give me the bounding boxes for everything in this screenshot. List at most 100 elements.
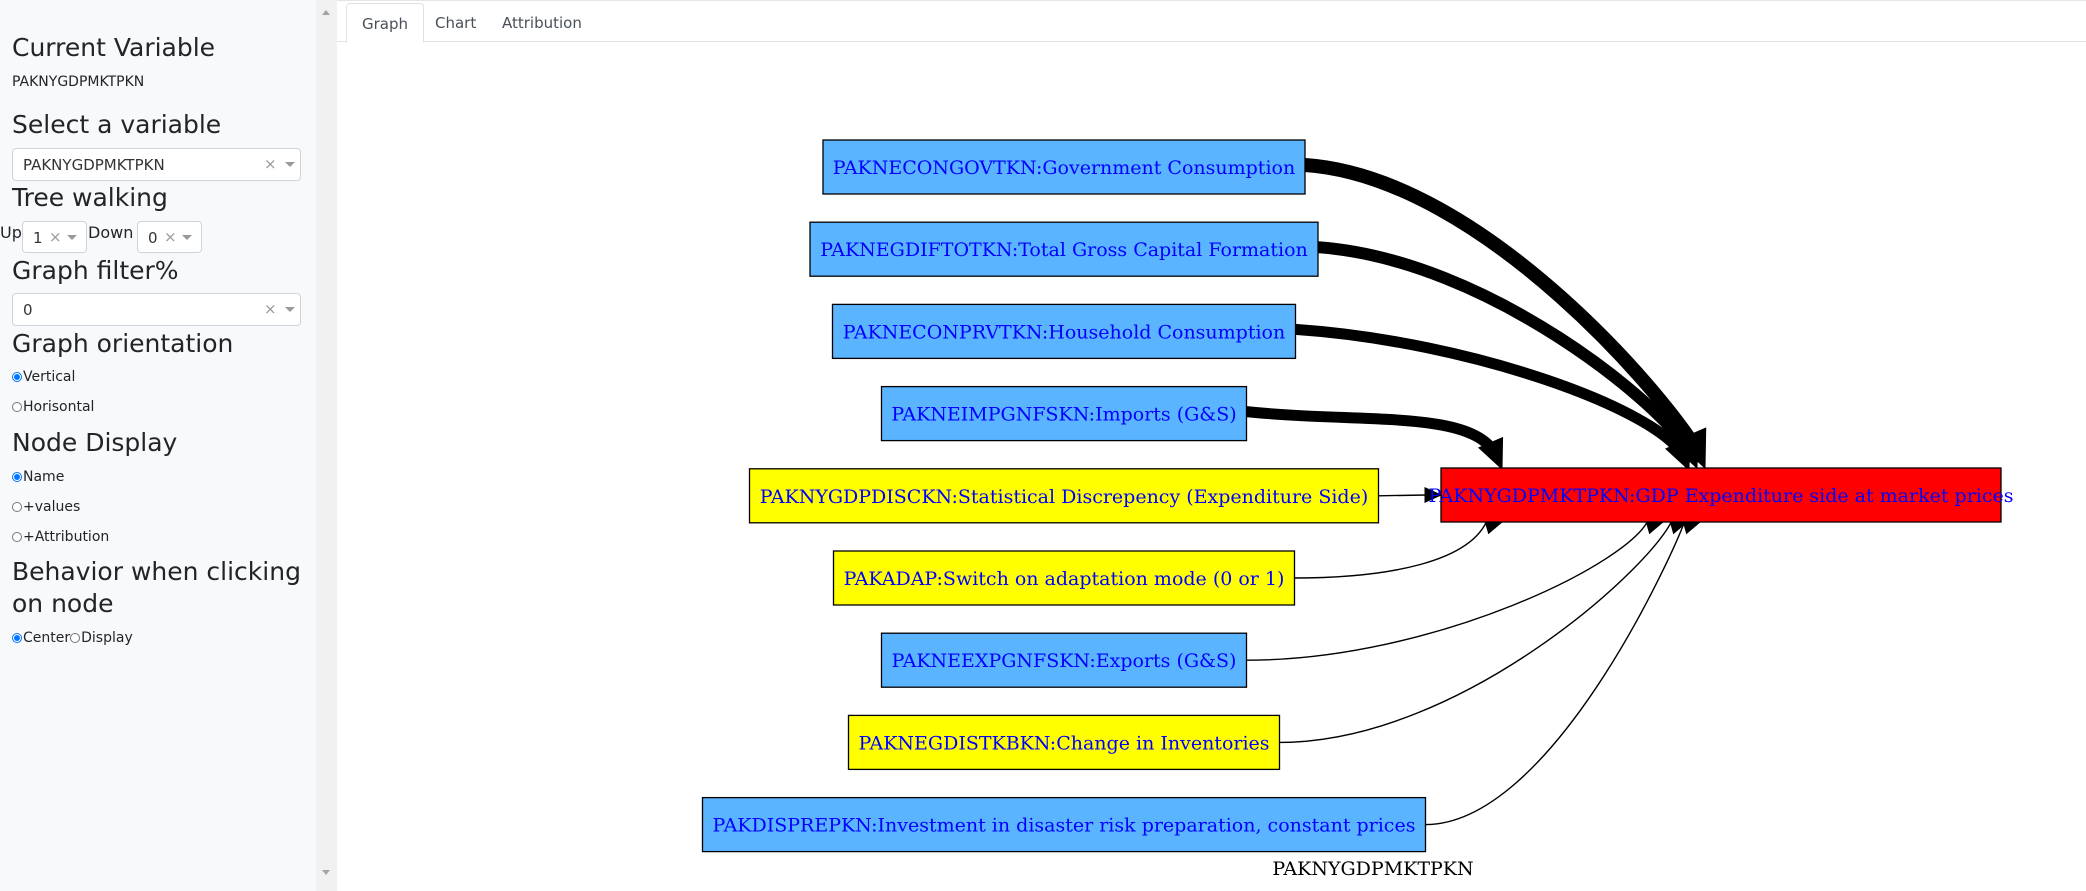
clear-icon[interactable]: × bbox=[49, 228, 62, 246]
graph-node-label: PAKDISPREPKN:Investment in disaster risk… bbox=[713, 815, 1416, 837]
orientation-horizontal-option[interactable]: Horisontal bbox=[12, 399, 94, 415]
node-display-name-option[interactable]: Name bbox=[12, 469, 64, 485]
graph-edge bbox=[1295, 323, 1688, 459]
up-select-value: 1 bbox=[33, 229, 43, 247]
down-select-value: 0 bbox=[148, 229, 158, 247]
graph-filter-value: 0 bbox=[23, 301, 33, 319]
radio-icon[interactable] bbox=[12, 402, 22, 412]
chevron-down-icon[interactable] bbox=[67, 235, 77, 240]
graph-node-box[interactable] bbox=[809, 221, 1319, 277]
graph-edges bbox=[1245, 158, 1707, 826]
graph-edge bbox=[1279, 517, 1674, 744]
up-label: Up bbox=[0, 223, 22, 242]
down-label: Down bbox=[88, 223, 134, 242]
graph-node[interactable]: PAKNEGDISTKBKN:Change in Inventories bbox=[847, 714, 1281, 771]
graph-node-label: PAKNEIMPGNFSKN:Imports (G&S) bbox=[891, 404, 1236, 426]
down-select[interactable]: 0 × bbox=[137, 221, 202, 253]
graph-edge bbox=[1317, 241, 1697, 458]
graph-node-label: PAKNYGDPDISCKN:Statistical Discrepency (… bbox=[760, 486, 1369, 508]
clear-icon[interactable]: × bbox=[264, 300, 277, 318]
sidebar-scrollbar[interactable] bbox=[316, 0, 337, 891]
graph-edge bbox=[1294, 517, 1489, 579]
arrowhead bbox=[1477, 436, 1504, 471]
graph-node-box[interactable] bbox=[832, 550, 1296, 606]
graph-edge bbox=[1378, 494, 1428, 497]
chevron-down-icon[interactable] bbox=[285, 162, 295, 167]
radio-icon[interactable] bbox=[12, 532, 22, 542]
arrowhead bbox=[1424, 487, 1443, 503]
graph-node[interactable]: PAKNYGDPDISCKN:Statistical Discrepency (… bbox=[748, 468, 1380, 524]
radio-selected-icon[interactable] bbox=[12, 633, 22, 643]
select-variable-heading: Select a variable bbox=[12, 110, 222, 139]
graph-node[interactable]: PAKNEIMPGNFSKN:Imports (G&S) bbox=[880, 385, 1248, 442]
tab-graph[interactable]: Graph bbox=[346, 3, 425, 43]
variable-select-value: PAKNYGDPMKTPKN bbox=[23, 156, 165, 174]
node-display-values-option[interactable]: +values bbox=[12, 499, 80, 515]
behavior-heading-line-1: Behavior when clicking bbox=[12, 557, 301, 586]
node-display-attribution-label: +Attribution bbox=[23, 529, 110, 545]
graph-target-node[interactable]: PAKNYGDPMKTPKN:GDP Expenditure side at m… bbox=[1428, 467, 2014, 523]
graph-node-label: PAKNEEXPGNFSKN:Exports (G&S) bbox=[892, 650, 1237, 672]
graph-target-box[interactable] bbox=[1440, 467, 2002, 523]
orientation-horizontal-label: Horisontal bbox=[23, 399, 95, 415]
graph-node-label: PAKNECONPRVTKN:Household Consumption bbox=[843, 321, 1286, 343]
radio-selected-icon[interactable] bbox=[12, 372, 22, 382]
scroll-down-icon[interactable] bbox=[322, 870, 330, 875]
dependency-graph: PAKNECONGOVTKN:Government ConsumptionPAK… bbox=[701, 139, 2014, 880]
graph-node[interactable]: PAKDISPREPKN:Investment in disaster risk… bbox=[701, 796, 1427, 853]
node-display-attribution-option[interactable]: +Attribution bbox=[12, 529, 109, 545]
tab-attribution[interactable]: Attribution bbox=[502, 14, 582, 32]
tab-bar: Graph Chart Attribution bbox=[337, 0, 2086, 43]
graph-node-box[interactable] bbox=[748, 468, 1380, 524]
graph-orientation-heading: Graph orientation bbox=[12, 329, 234, 358]
graph-node-box[interactable] bbox=[880, 385, 1248, 442]
graph-node-label: PAKNECONGOVTKN:Government Consumption bbox=[833, 157, 1295, 179]
graph-node[interactable]: PAKNECONPRVTKN:Household Consumption bbox=[831, 303, 1297, 360]
chevron-down-icon[interactable] bbox=[182, 235, 192, 240]
chevron-down-icon[interactable] bbox=[285, 307, 295, 312]
graph-node-box[interactable] bbox=[701, 796, 1427, 853]
node-display-values-label: +values bbox=[23, 499, 81, 515]
clear-icon[interactable]: × bbox=[164, 228, 177, 246]
up-select[interactable]: 1 × bbox=[22, 221, 87, 253]
graph-filter-select[interactable]: 0 × bbox=[12, 293, 301, 326]
graph-edge bbox=[1246, 517, 1650, 661]
orientation-vertical-option[interactable]: Vertical bbox=[12, 369, 75, 385]
current-variable-value: PAKNYGDPMKTPKN bbox=[12, 74, 145, 90]
radio-selected-icon[interactable] bbox=[12, 472, 22, 482]
tab-chart[interactable]: Chart bbox=[435, 14, 477, 32]
behavior-center-option[interactable]: Center bbox=[12, 630, 70, 646]
radio-icon[interactable] bbox=[12, 502, 22, 512]
node-display-heading: Node Display bbox=[12, 428, 178, 457]
graph-edge bbox=[1245, 406, 1501, 458]
graph-node-label: PAKNEGDIFTOTKN:Total Gross Capital Forma… bbox=[820, 239, 1308, 261]
behavior-heading-line-2: on node bbox=[12, 589, 114, 618]
graph-edge bbox=[1304, 158, 1706, 458]
graph-node-label: PAKNEGDISTKBKN:Change in Inventories bbox=[858, 732, 1269, 754]
graph-node[interactable]: PAKNECONGOVTKN:Government Consumption bbox=[822, 139, 1306, 195]
arrowhead bbox=[1664, 437, 1691, 472]
clear-icon[interactable]: × bbox=[264, 155, 277, 173]
radio-icon[interactable] bbox=[70, 633, 81, 643]
behavior-display-option[interactable]: Display bbox=[70, 630, 133, 646]
graph-node-box[interactable] bbox=[831, 303, 1297, 360]
tree-walking-heading: Tree walking bbox=[12, 183, 168, 212]
node-display-name-label: Name bbox=[23, 469, 65, 485]
graph-node-box[interactable] bbox=[822, 139, 1306, 195]
graph-node[interactable]: PAKNEGDIFTOTKN:Total Gross Capital Forma… bbox=[809, 221, 1319, 277]
graph-edge bbox=[1425, 517, 1687, 826]
graph-target-label: PAKNYGDPMKTPKN:GDP Expenditure side at m… bbox=[1428, 485, 2013, 507]
sidebar: Current Variable PAKNYGDPMKTPKN Select a… bbox=[0, 0, 316, 891]
graph-node-box[interactable] bbox=[880, 632, 1248, 688]
scroll-up-icon[interactable] bbox=[322, 10, 330, 15]
graph-node-box[interactable] bbox=[847, 714, 1281, 771]
behavior-center-label: Center bbox=[23, 630, 71, 646]
graph-node-label: PAKADAP:Switch on adaptation mode (0 or … bbox=[844, 568, 1285, 590]
graph-node[interactable]: PAKADAP:Switch on adaptation mode (0 or … bbox=[832, 550, 1296, 606]
graph-node[interactable]: PAKNEEXPGNFSKN:Exports (G&S) bbox=[880, 632, 1248, 688]
variable-select[interactable]: PAKNYGDPMKTPKN × bbox=[12, 148, 301, 181]
graph-nodes: PAKNECONGOVTKN:Government ConsumptionPAK… bbox=[701, 139, 2014, 853]
graph-filter-heading: Graph filter% bbox=[12, 256, 179, 285]
main-panel: Graph Chart Attribution PAKNECONGOVTKN:G… bbox=[337, 0, 2086, 891]
